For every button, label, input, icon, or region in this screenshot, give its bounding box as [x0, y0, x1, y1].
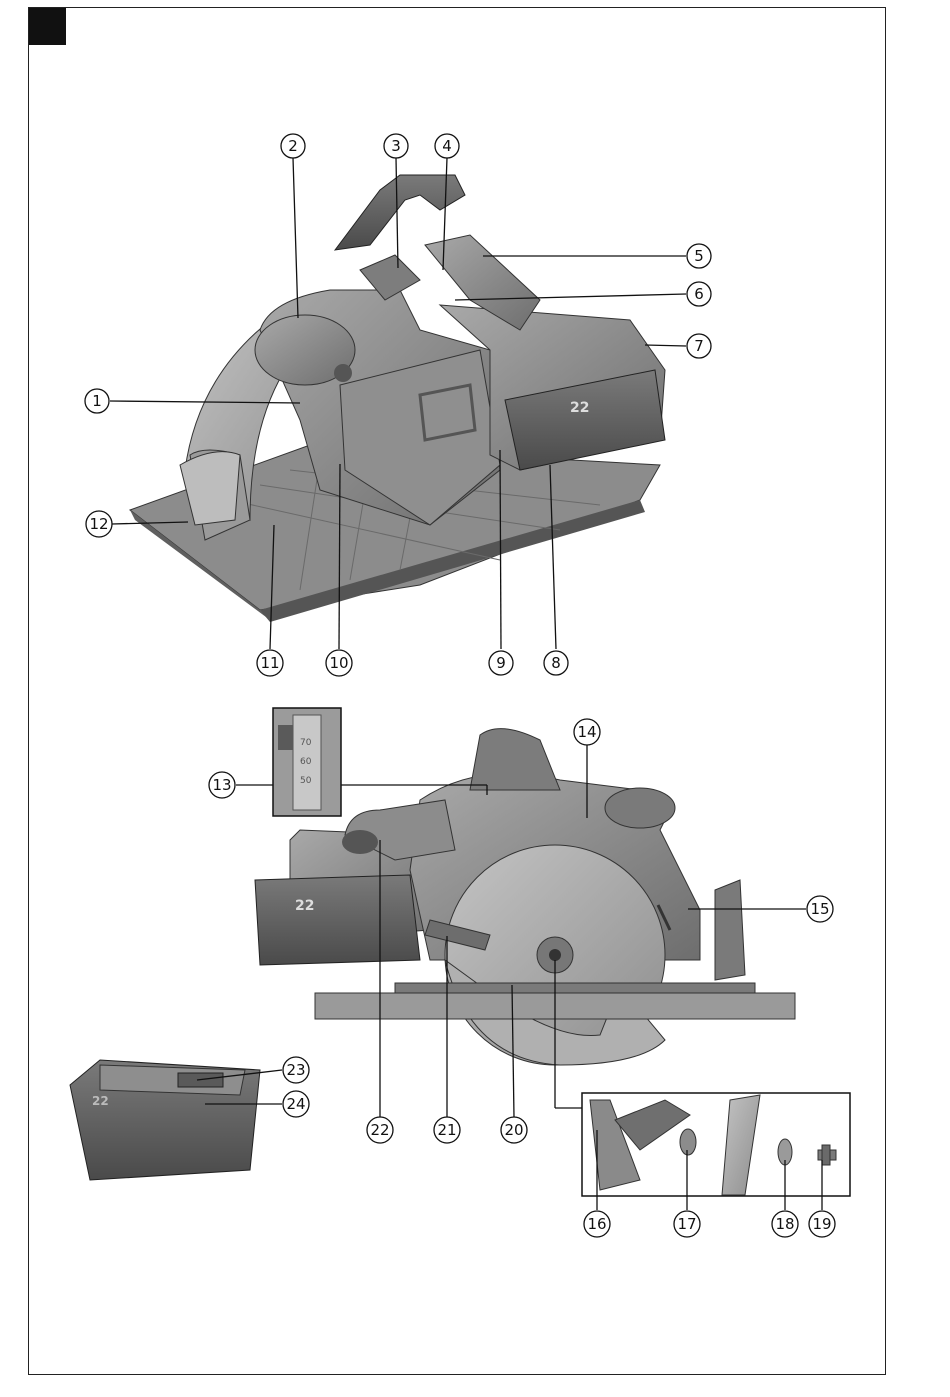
callout-18: 18	[772, 1211, 798, 1237]
battery-pack: 22	[70, 1060, 260, 1180]
callout-19: 19	[809, 1211, 835, 1237]
callout-20: 20	[501, 1117, 527, 1143]
svg-text:20: 20	[504, 1121, 523, 1139]
svg-text:1: 1	[92, 392, 102, 410]
callout-24: 24	[283, 1091, 309, 1117]
svg-text:5: 5	[694, 247, 704, 265]
callout-13: 13	[209, 772, 235, 798]
callout-7: 7	[687, 334, 711, 358]
svg-text:13: 13	[212, 776, 231, 794]
battery-mark-text: 22	[570, 400, 589, 416]
battery-mark-text-side: 22	[295, 898, 314, 914]
svg-text:3: 3	[391, 137, 401, 155]
svg-text:10: 10	[329, 654, 348, 672]
svg-text:15: 15	[810, 900, 829, 918]
callout-16: 16	[584, 1211, 610, 1237]
callout-11: 11	[257, 650, 283, 676]
callout-6: 6	[687, 282, 711, 306]
callout-1: 1	[85, 389, 109, 413]
svg-text:8: 8	[551, 654, 561, 672]
callout-21: 21	[434, 1117, 460, 1143]
callout-14: 14	[574, 719, 600, 745]
callout-3: 3	[384, 134, 408, 158]
svg-text:23: 23	[286, 1061, 305, 1079]
depth-scale-70: 70	[300, 738, 312, 748]
depth-scale-inset: 70 60 50	[273, 708, 341, 816]
callout-4: 4	[435, 134, 459, 158]
callout-22: 22	[367, 1117, 393, 1143]
svg-text:11: 11	[260, 654, 279, 672]
svg-text:7: 7	[694, 337, 704, 355]
svg-text:24: 24	[286, 1095, 305, 1113]
svg-text:4: 4	[442, 137, 452, 155]
svg-text:9: 9	[496, 654, 506, 672]
battery-pack-mark-text: 22	[92, 1094, 109, 1108]
svg-text:12: 12	[89, 515, 108, 533]
callout-9: 9	[489, 651, 513, 675]
callout-5: 5	[687, 244, 711, 268]
depth-scale-60: 60	[300, 757, 312, 767]
svg-text:18: 18	[775, 1215, 794, 1233]
depth-scale-50: 50	[300, 776, 312, 786]
svg-text:16: 16	[587, 1215, 606, 1233]
svg-text:6: 6	[694, 285, 704, 303]
blade-fastening-inset	[582, 1093, 850, 1196]
callout-23: 23	[283, 1057, 309, 1083]
svg-text:22: 22	[370, 1121, 389, 1139]
callout-12: 12	[86, 511, 112, 537]
callout-8: 8	[544, 651, 568, 675]
callout-2: 2	[281, 134, 305, 158]
svg-text:21: 21	[437, 1121, 456, 1139]
svg-text:14: 14	[577, 723, 596, 741]
svg-text:2: 2	[288, 137, 298, 155]
callout-10: 10	[326, 650, 352, 676]
callout-17: 17	[674, 1211, 700, 1237]
svg-text:19: 19	[812, 1215, 831, 1233]
callout-15: 15	[807, 896, 833, 922]
svg-text:17: 17	[677, 1215, 696, 1233]
